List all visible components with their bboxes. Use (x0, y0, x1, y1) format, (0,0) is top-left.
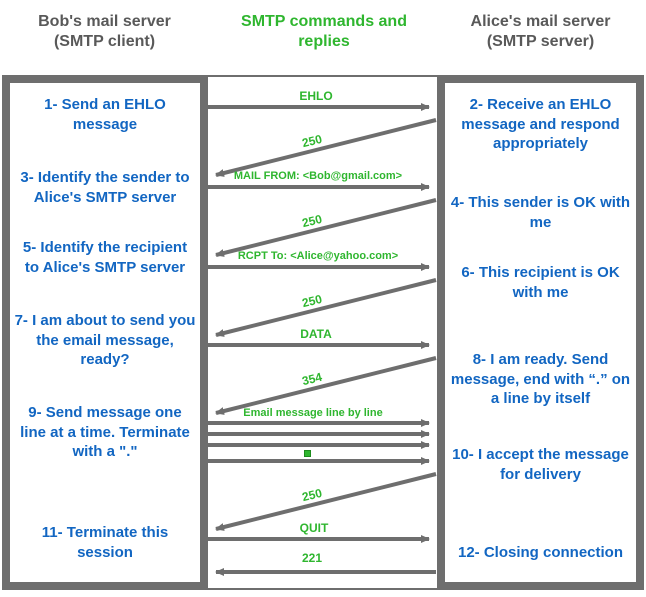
server-panel: 2- Receive an EHLO message and respond a… (437, 75, 644, 590)
label-terminator-dot (304, 450, 311, 457)
server-column-heading: Alice's mail server (SMTP server) (437, 12, 644, 53)
client-step-9: 9- Send message one line at a time. Term… (20, 404, 190, 460)
center-heading-line1: SMTP commands and (241, 13, 407, 30)
arrow-354 (215, 356, 437, 415)
client-panel: 1- Send an EHLO message 3- Identify the … (2, 75, 208, 590)
server-heading-line2: (SMTP server) (486, 33, 595, 51)
center-column-heading: SMTP commands and replies (216, 12, 432, 53)
client-step-5: 5- Identify the recipient to Alice's SMT… (22, 239, 188, 276)
label-mail-from: MAIL FROM: <Bob@gmail.com> (233, 170, 403, 182)
client-heading-line2: (SMTP client) (53, 33, 156, 51)
client-step-11: 11- Terminate this session (41, 524, 169, 561)
message-arrows (208, 103, 437, 576)
arrow-250-data (215, 472, 437, 531)
label-221: 221 (301, 551, 323, 565)
client-step-3: 3- Identify the sender to Alice's SMTP s… (20, 169, 190, 206)
server-step-12: 12- Closing connection (457, 544, 623, 561)
client-column-heading: Bob's mail server (SMTP client) (2, 12, 207, 53)
client-step-7: 7- I am about to send you the email mess… (14, 312, 196, 368)
server-step-10: 10- I accept the message for delivery (452, 446, 629, 483)
label-rcpt-to: RCPT To: <Alice@yahoo.com> (237, 250, 399, 262)
client-step-1: 1- Send an EHLO message (44, 96, 166, 133)
server-panel-inner: 2- Receive an EHLO message and respond a… (445, 83, 636, 582)
message-channel: EHLO 250 MAIL FROM: <Bob@gmail.com> 250 … (208, 75, 437, 590)
arrow-250-ehlo (215, 118, 437, 177)
server-step-6: 6- This recipient is OK with me (461, 264, 620, 301)
label-email-body: Email message line by line (243, 407, 383, 419)
arrow-250-rcpt-to (215, 278, 437, 337)
label-quit: QUIT (299, 521, 329, 535)
server-step-2: 2- Receive an EHLO message and respond a… (461, 96, 620, 152)
center-heading-line2: replies (298, 33, 350, 51)
server-step-4: 4- This sender is OK with me (450, 194, 631, 231)
arrow-250-mail-from (215, 198, 437, 257)
client-panel-inner: 1- Send an EHLO message 3- Identify the … (10, 83, 200, 582)
client-heading-line1: Bob's mail server (38, 13, 171, 30)
server-heading-line1: Alice's mail server (470, 13, 611, 30)
server-step-8: 8- I am ready. Send message, end with “.… (450, 351, 631, 407)
label-data: DATA (300, 327, 332, 341)
label-ehlo: EHLO (299, 89, 333, 103)
